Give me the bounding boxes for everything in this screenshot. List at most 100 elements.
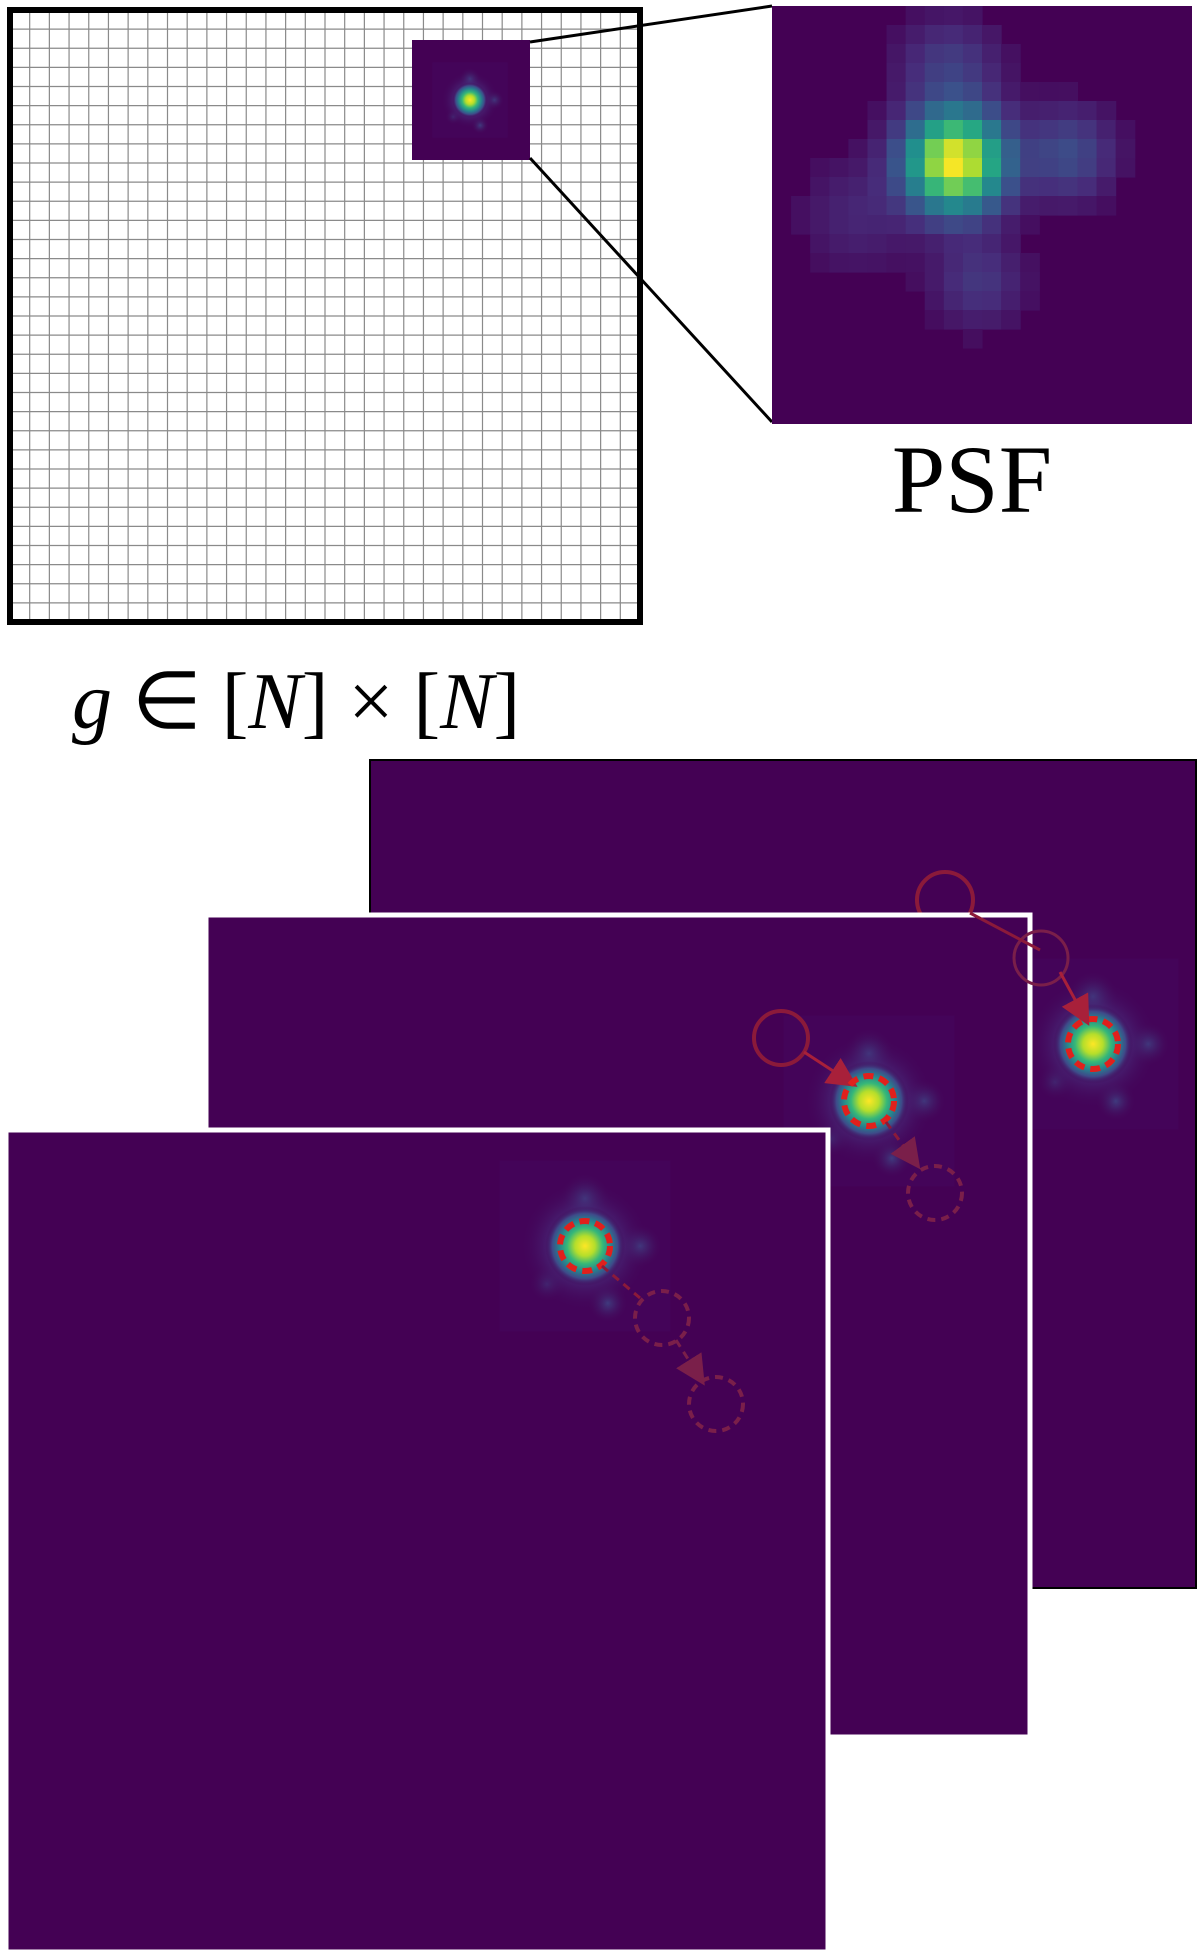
zoom-line-bottom — [528, 156, 774, 424]
psf-pixel — [943, 196, 964, 216]
psf-pixel — [829, 234, 849, 254]
psf-pixel — [962, 215, 983, 235]
psf-pixel — [982, 234, 1002, 254]
psf-pixel — [1096, 120, 1117, 140]
psf-pixel — [1001, 82, 1021, 102]
psf-pixel — [905, 234, 926, 254]
psf-pixel — [924, 139, 945, 159]
psf-pixel — [829, 196, 849, 216]
psf-pixel — [1077, 177, 1098, 197]
psf-pixel — [943, 44, 964, 64]
psf-pixel — [943, 25, 964, 45]
psf-pixel — [924, 158, 945, 178]
grid-label-rbracket-1: ] — [302, 658, 329, 746]
psf-pixel — [886, 101, 907, 121]
psf-pixel — [943, 139, 964, 159]
psf-pixel — [1058, 158, 1079, 178]
psf-pixel — [905, 139, 926, 159]
psf-pixel — [982, 101, 1002, 121]
grid-label-lbracket-2: [ — [413, 658, 440, 746]
emitter-marker-icon — [752, 1009, 810, 1067]
grid-icon — [10, 10, 640, 622]
psf-pixel — [1096, 177, 1117, 197]
psf-pixel — [1115, 139, 1136, 159]
psf-pixel — [1077, 120, 1098, 140]
emitter-marker-icon — [687, 1375, 745, 1433]
psf-pixel — [943, 82, 964, 102]
psf-pixel — [982, 82, 1002, 102]
psf-pixel — [962, 25, 983, 45]
psf-pixel — [1001, 44, 1021, 64]
psf-pixel — [905, 63, 926, 83]
psf-pixel — [886, 234, 907, 254]
psf-pixel — [905, 82, 926, 102]
psf-pixel — [905, 253, 926, 273]
psf-pixel — [810, 215, 830, 235]
psf-pixel — [924, 253, 945, 273]
psf-pixel — [1039, 139, 1059, 159]
psf-pixel — [905, 177, 926, 197]
psf-pixel — [1077, 139, 1098, 159]
psf-zoom-icon — [791, 6, 1136, 349]
trajectory-arrow-icon — [1058, 971, 1090, 1026]
psf-pixel — [962, 177, 983, 197]
grid-panel — [7, 4, 774, 625]
psf-pixel — [1001, 196, 1021, 216]
psf-pixel — [924, 101, 945, 121]
psf-pixel — [791, 196, 811, 216]
psf-pixel — [943, 120, 964, 140]
psf-pixel — [848, 158, 869, 178]
grid-set-label: g ∈ [N] × [N] — [72, 658, 520, 746]
psf-pixel — [829, 215, 849, 235]
psf-pixel — [810, 196, 830, 216]
psf-pixel — [810, 177, 830, 197]
psf-pixel — [829, 177, 849, 197]
grid-label-g: g — [72, 658, 112, 746]
psf-pixel — [886, 44, 907, 64]
psf-pixel — [943, 6, 964, 26]
psf-pixel — [943, 158, 964, 178]
psf-pixel — [962, 44, 983, 64]
psf-pixel — [1058, 196, 1079, 216]
psf-pixel — [867, 139, 888, 159]
psf-pixel — [848, 139, 869, 159]
psf-pixel — [867, 158, 888, 178]
psf-pixel — [982, 139, 1002, 159]
psf-pixel — [867, 234, 888, 254]
psf-pixel — [1039, 101, 1059, 121]
psf-pixel — [943, 177, 964, 197]
psf-pixel — [1115, 120, 1136, 140]
psf-pixel — [924, 310, 945, 330]
psf-pixel — [905, 158, 926, 178]
psf-pixel — [1001, 177, 1021, 197]
psf-pixel — [982, 291, 1002, 311]
psf-pixel — [982, 63, 1002, 83]
psf-pixel — [1001, 215, 1021, 235]
psf-pixel — [829, 253, 849, 273]
psf-pixel — [982, 25, 1002, 45]
trajectory-arrow-icon — [969, 911, 1041, 952]
psf-pixel — [905, 272, 926, 292]
psf-pixel — [982, 44, 1002, 64]
psf-pixel — [962, 310, 983, 330]
psf-pixel — [924, 120, 945, 140]
psf-pixel — [962, 63, 983, 83]
psf-pixel — [867, 120, 888, 140]
psf-pixel — [1077, 101, 1098, 121]
psf-pixel — [1020, 120, 1040, 140]
psf-pixel — [924, 291, 945, 311]
psf-pixel — [924, 44, 945, 64]
psf-pixel — [924, 215, 945, 235]
psf-pixel — [810, 158, 830, 178]
psf-pixel — [1001, 101, 1021, 121]
psf-pixel — [810, 253, 830, 273]
psf-pixel — [1020, 291, 1040, 311]
psf-pixel — [886, 177, 907, 197]
psf-pixel — [886, 139, 907, 159]
psf-pixel — [1001, 139, 1021, 159]
psf-pixel — [1077, 196, 1098, 216]
psf-pixel — [943, 310, 964, 330]
emitter-marker-icon — [1065, 1016, 1121, 1072]
psf-pixel — [924, 177, 945, 197]
